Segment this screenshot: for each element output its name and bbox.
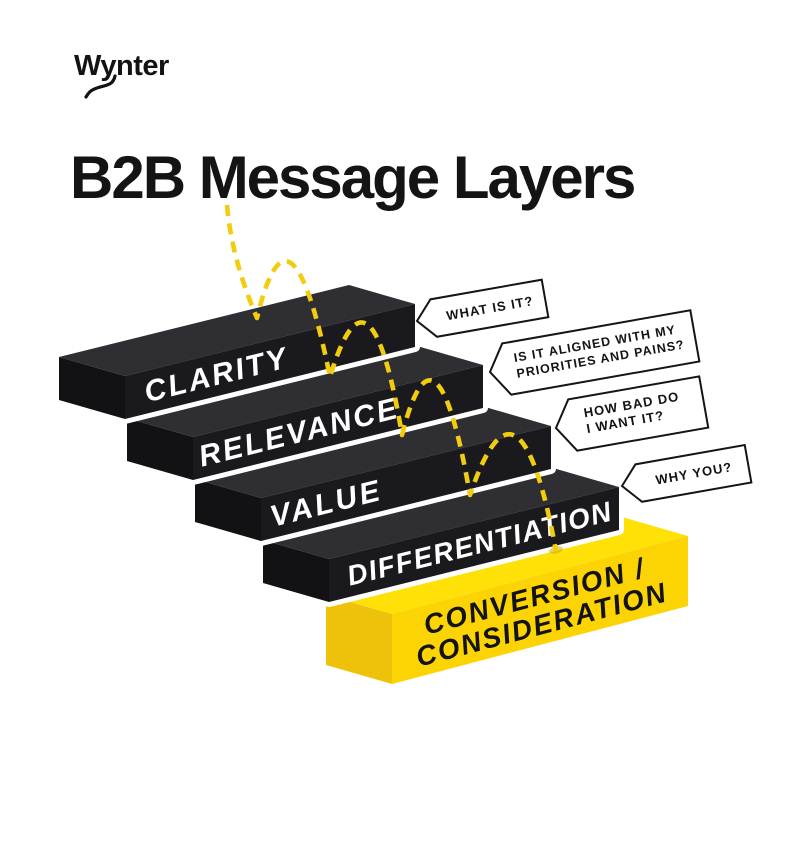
top-face (326, 517, 688, 614)
step-clarity: CLARITY (54, 280, 420, 424)
question-bubble-how-bad: HOW BAD DO I WANT IT? (554, 375, 710, 452)
front-face (125, 304, 415, 419)
top-face (263, 468, 619, 559)
page-title: B2B Message Layers (70, 144, 636, 212)
end-face (127, 418, 193, 480)
logo: Wynter (74, 50, 169, 82)
bubble-shape (554, 375, 710, 452)
bubble-shape (415, 278, 550, 338)
top-face (59, 285, 415, 376)
step-relevance: RELEVANCE (122, 341, 488, 485)
step-value: VALUE (190, 402, 556, 546)
end-face (195, 479, 261, 541)
front-face (193, 365, 483, 480)
bubble-shape (620, 443, 753, 503)
end-face (263, 540, 329, 602)
top-face (195, 407, 551, 498)
front-face (392, 536, 688, 684)
logo-swoosh-icon (84, 74, 117, 99)
top-face (127, 346, 483, 437)
bubble-shape (488, 309, 701, 396)
front-face (261, 426, 551, 541)
question-bubble-aligned: IS IT ALIGNED WITH MY PRIORITIES AND PAI… (488, 309, 701, 396)
end-face (326, 595, 392, 684)
end-face (59, 357, 125, 419)
question-bubble-why-you: WHY YOU? (620, 443, 753, 503)
question-bubble-what-is-it: WHAT IS IT? (415, 278, 550, 338)
